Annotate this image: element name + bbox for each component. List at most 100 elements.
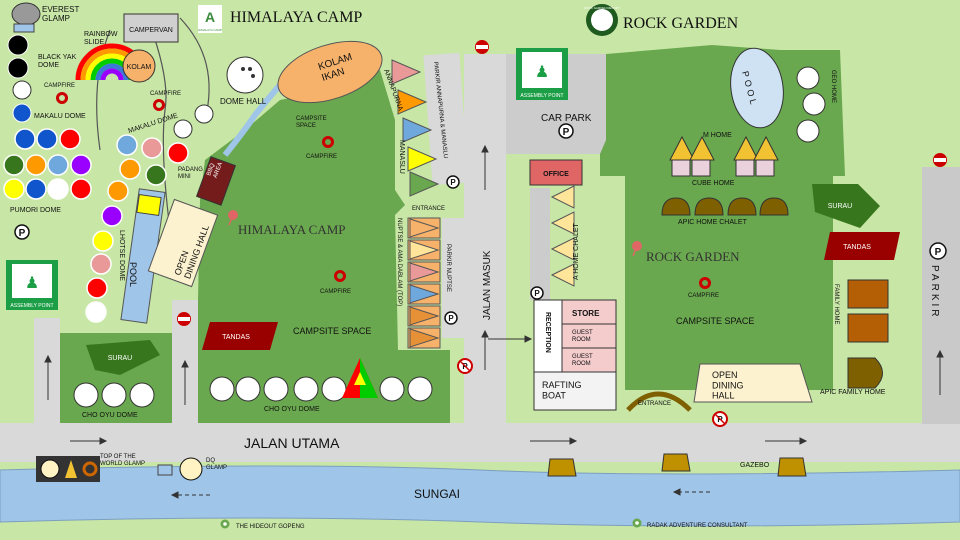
geo-home <box>796 66 820 90</box>
family-home <box>847 313 889 343</box>
office-building <box>529 159 583 186</box>
cho-oyu-dome-label-2: CHO OYU DOME <box>264 406 320 413</box>
footpath <box>149 24 171 231</box>
no-entry-icon <box>933 153 947 167</box>
cho-oyu-dome <box>321 376 347 402</box>
lhotse-dome <box>90 253 112 275</box>
campsite-space-main-label: CAMPSITE SPACE <box>293 326 371 336</box>
lhotse-dome <box>101 205 123 227</box>
tent-icon <box>409 306 440 326</box>
a-home-lot <box>530 188 550 300</box>
cho-oyu-dome <box>235 376 261 402</box>
lhotse-dome <box>85 301 107 323</box>
apic-home-chalet-label: APIC HOME CHALET <box>678 219 748 226</box>
bridge-icon <box>13 23 35 33</box>
campfire-icon <box>334 270 346 282</box>
hideout-gopeng-label: THE HIDEOUT GOPENG <box>236 524 305 530</box>
no-entry-icon <box>177 312 191 326</box>
tent-icon <box>397 89 428 115</box>
rock-garden-title: ROCK GARDEN <box>623 15 739 32</box>
jalan-utama-label: JALAN UTAMA <box>244 435 340 451</box>
bridge-icon <box>157 464 173 476</box>
a-home-chalet <box>550 185 575 209</box>
no-entry-icon <box>475 40 489 54</box>
tandas-rock-label: TANDAS <box>843 244 871 251</box>
geo-home <box>796 119 820 143</box>
campsite-space-rock-label: CAMPSITE SPACE <box>676 316 754 326</box>
footpath <box>96 29 111 151</box>
tent-icon <box>409 328 440 348</box>
cube-home-label: CUBE HOME <box>692 180 735 187</box>
tent-icon <box>409 171 440 197</box>
tandas-rock <box>824 232 900 260</box>
tandas-himalaya-label: TANDAS <box>222 334 250 341</box>
cho-oyu-dome <box>101 382 127 408</box>
radak-label: RADAK ADVENTURE CONSULTANT <box>647 523 748 529</box>
cho-oyu-dome-label: CHO OYU DOME <box>82 412 138 419</box>
parkir-label: PARKIR <box>929 265 940 320</box>
tandas-himalaya <box>202 322 278 350</box>
himalaya-camp-title: HIMALAYA CAMP <box>230 9 362 26</box>
parking-icon: P <box>444 311 458 325</box>
surau-rock-label: SURAU <box>828 203 853 210</box>
campfire-label: CAMPFIRE <box>44 83 75 89</box>
a-home-chalet <box>550 263 575 287</box>
campfire-icon <box>322 136 334 148</box>
entrance-himalaya-label: ENTRANCE <box>412 206 445 212</box>
svg-text:P: P <box>450 178 456 187</box>
a-home-chalet-label: A HOME CHALET <box>573 222 580 280</box>
svg-text:♟: ♟ <box>25 275 39 292</box>
pumori-dome <box>47 154 69 176</box>
tent-icon <box>391 59 422 85</box>
cho-oyu-dome-row <box>209 376 433 402</box>
store-label: STORE <box>572 309 600 318</box>
reception-store-complex <box>533 299 617 411</box>
cho-oyu-dome <box>379 376 405 402</box>
svg-text:HIMALAYA CAMP: HIMALAYA CAMP <box>198 28 222 32</box>
open-dining-hall-left <box>147 198 219 288</box>
entrance-arch-rock <box>626 391 692 412</box>
cho-oyu-dome <box>293 376 319 402</box>
apic-home-chalets <box>661 197 789 216</box>
cho-oyu-dome <box>209 376 235 402</box>
pumori-dome <box>36 128 58 150</box>
makalu-dome <box>12 80 32 100</box>
parkir-nuptse-label: PARKIR NUPTSE <box>445 244 451 292</box>
no-parking-icon: P <box>712 411 728 427</box>
annapurna-manaslu-tents <box>391 59 440 197</box>
open-dining-hall-rock <box>693 363 813 403</box>
surau-rock <box>812 184 880 228</box>
himalaya-pool-label: POOL <box>128 262 138 287</box>
tent-icon <box>402 117 433 143</box>
svg-text:P: P <box>534 289 540 298</box>
lhotse-dome <box>145 164 167 186</box>
campfire-label: CAMPFIRE <box>150 91 181 97</box>
m-home-label: M HOME <box>703 132 732 139</box>
m-home-cube-home <box>669 135 779 177</box>
svg-text:P: P <box>19 228 26 239</box>
office-label: OFFICE <box>543 171 569 178</box>
geo-home-label: GEO HOME <box>830 70 836 103</box>
a-home-chalet <box>550 211 575 235</box>
family-home <box>847 279 889 309</box>
parking-icon: P <box>446 175 460 189</box>
himalaya-camp-map-label: HIMALAYA CAMP <box>238 222 346 237</box>
svg-text:ROCK GARDEN RESORT: ROCK GARDEN RESORT <box>584 6 620 10</box>
reception-label: RECEPTION <box>544 312 551 353</box>
entrance-rock-label: ENTRANCE <box>638 401 671 407</box>
gazebo <box>661 453 691 472</box>
surau-himalaya <box>86 340 160 375</box>
rock-garden-logo: ROCK GARDEN RESORT <box>584 4 620 36</box>
parkir-road-right <box>922 167 960 424</box>
lhotse-dome-group <box>85 134 189 323</box>
svg-text:P: P <box>563 127 570 138</box>
lhotse-dome <box>119 158 141 180</box>
campervan-box <box>123 13 179 43</box>
